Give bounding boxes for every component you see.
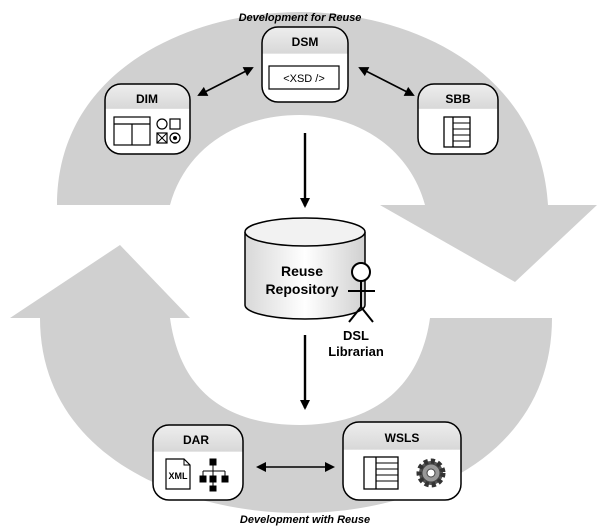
layout-icon bbox=[113, 116, 151, 146]
list-panel-icon bbox=[363, 456, 399, 490]
xml-file-icon: XML bbox=[165, 458, 191, 490]
node-wsls: WSLS bbox=[342, 421, 462, 501]
arrow-dsm-sbb bbox=[358, 67, 415, 96]
node-dim-label: DIM bbox=[136, 92, 158, 106]
librarian-label-line1: DSL bbox=[343, 328, 369, 343]
librarian-label-line2: Librarian bbox=[328, 344, 384, 359]
node-dsm-label: DSM bbox=[292, 35, 319, 49]
org-chart-icon bbox=[199, 458, 229, 492]
node-dar-label: DAR bbox=[183, 433, 209, 447]
cycle-arrow-top bbox=[57, 12, 597, 282]
reuse-repository: Reuse Repository bbox=[244, 217, 366, 320]
repository-label-line2: Repository bbox=[265, 281, 338, 297]
node-dar: DAR XML bbox=[152, 424, 244, 501]
node-wsls-label: WSLS bbox=[385, 431, 420, 445]
node-dsm: DSM <XSD /> bbox=[261, 26, 349, 103]
list-panel-icon bbox=[443, 116, 471, 148]
caption-development-with-reuse: Development with Reuse bbox=[240, 514, 370, 526]
node-sbb: SBB bbox=[417, 83, 499, 155]
gear-icon bbox=[416, 458, 446, 488]
stick-figure-icon bbox=[348, 262, 375, 323]
xml-badge: XML bbox=[169, 471, 189, 481]
shapes-icon bbox=[156, 118, 181, 144]
node-dsm-xsd-text: <XSD /> bbox=[283, 73, 325, 85]
node-dim: DIM bbox=[104, 83, 191, 155]
arrow-dim-dsm bbox=[197, 67, 254, 96]
caption-development-for-reuse: Development for Reuse bbox=[239, 12, 362, 24]
repository-label-line1: Reuse bbox=[281, 263, 323, 279]
node-sbb-label: SBB bbox=[445, 92, 471, 106]
